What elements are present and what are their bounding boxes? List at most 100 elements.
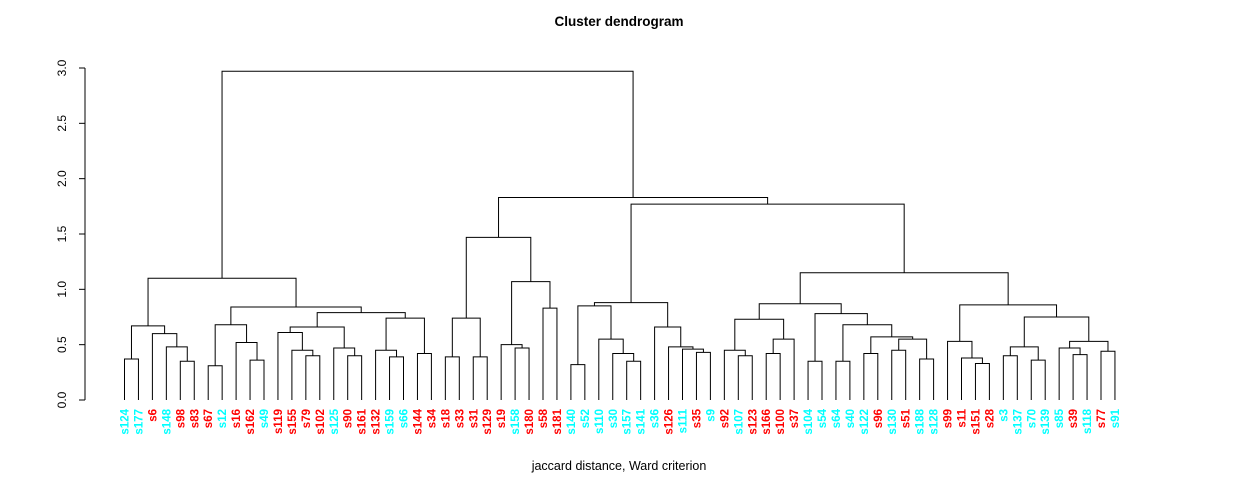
branch [500,344,523,400]
branch [498,196,769,238]
leaf-label: s6 [147,409,159,422]
y-axis: 0.00.51.01.52.02.53.0 [55,59,86,408]
leaf-label: s66 [399,409,411,428]
leaf-label: s83 [189,409,201,428]
leaf-label: s70 [1026,409,1038,428]
leaf-label: s180 [524,409,536,435]
leaf-label: s111 [678,408,690,433]
leaf-label: s99 [943,409,955,428]
branch [465,236,532,319]
branch [947,340,973,400]
leaf-label: s98 [175,408,187,428]
leaf-label: s177 [133,409,145,435]
branch [654,326,682,400]
leaf-label: s58 [538,408,550,428]
branch [961,357,983,400]
y-tick-label: 1.5 [55,225,69,242]
leaf-label: s40 [845,409,857,428]
leaf-label: s139 [1040,409,1052,435]
branch [249,359,265,400]
leaf-label: s104 [803,408,815,434]
branch [347,355,363,400]
leaf-label: s144 [412,408,424,434]
leaf-label: s39 [1068,409,1080,428]
leaf-label: s123 [747,409,759,435]
branch [207,365,223,400]
leaf-label: s77 [1096,409,1108,428]
plot-title: Cluster dendrogram [554,14,684,29]
branch [626,360,642,400]
leaf-label: s16 [231,409,243,428]
leaf-label: s162 [245,409,257,435]
branch [416,353,432,400]
branch [814,313,868,362]
y-tick-label: 3.0 [55,59,69,76]
y-tick-label: 0.5 [55,336,69,353]
leaf-label: s129 [482,409,494,435]
branch [723,349,746,400]
branch [385,317,425,354]
y-tick-label: 0.0 [55,391,69,408]
leaf-label: s51 [901,408,913,428]
leaf-label: s19 [496,409,508,428]
branch [511,281,551,345]
leaf-label: s28 [984,408,996,428]
branch [695,351,711,400]
branch [375,349,398,400]
leaf-label: s148 [161,408,173,434]
leaf-label: s118 [1082,408,1094,434]
branch [1100,350,1116,400]
leaf-label: s18 [440,408,452,428]
leaf-label: s141 [636,408,648,434]
leaf-label: s137 [1012,409,1024,435]
leaf-label: s159 [385,409,397,435]
leaf-label: s3 [998,409,1010,422]
branch [891,349,907,400]
leaf-label: s119 [273,409,285,434]
branch [1058,347,1081,400]
branch [147,277,297,326]
branch [842,324,893,362]
leaf-label: s79 [301,409,313,428]
leaf-label: s181 [552,408,564,434]
leaf-label: s92 [719,409,731,428]
branch [959,304,1058,342]
leaf-label: s125 [329,408,341,434]
dendrogram-branches [124,70,1116,400]
leaf-label: s107 [733,409,745,435]
leaf-label: s124 [120,408,132,434]
branch [737,355,753,400]
branch [974,362,990,400]
branch [277,331,303,400]
branch [630,203,905,303]
branch [1030,359,1046,400]
leaf-label: s102 [315,409,327,435]
branch [1072,354,1088,400]
branch [898,338,928,360]
leaf-label: s188 [915,408,927,434]
leaf-label: s96 [873,409,885,428]
branch [682,348,704,400]
leaf-label: s67 [203,409,215,428]
branch [151,333,178,400]
branch [451,317,481,357]
leaf-label: s161 [357,408,369,434]
branch [919,358,935,400]
branch [305,355,321,400]
branch [1009,346,1039,361]
leaf-label: s11 [957,408,969,427]
branch [124,358,139,400]
branch [514,347,530,400]
leaf-label: s35 [691,408,703,428]
plot-caption: jaccard distance, Ward criterion [531,459,707,473]
leaf-label: s12 [217,409,229,428]
leaf-label: s132 [371,409,383,435]
leaf-label: s52 [580,409,592,428]
branch [758,303,842,320]
leaf-label: s130 [887,409,899,435]
branch [577,305,612,365]
leaf-label: s126 [664,409,676,435]
